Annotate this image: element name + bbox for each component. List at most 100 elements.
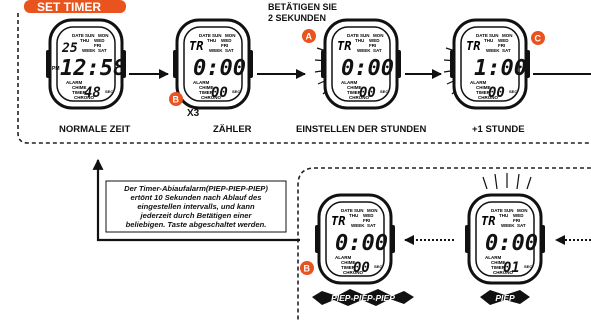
svg-text:ALARM: ALARM [193,80,209,85]
svg-text:SEC: SEC [105,89,113,94]
svg-text:TR: TR [466,39,480,53]
svg-text:WEEK: WEEK [209,48,223,53]
svg-text:CHRONO: CHRONO [343,270,363,275]
svg-text:WEEK: WEEK [486,48,500,53]
svg-text:TIMER: TIMER [199,90,214,95]
svg-text:WED: WED [94,38,105,43]
top-frame [17,13,591,144]
main-time-display: 1:00 [474,56,527,81]
svg-text:SUN: SUN [489,33,499,38]
svg-text:SUN: SUN [85,33,95,38]
svg-text:SUN: SUN [360,33,370,38]
svg-text:MON: MON [98,33,109,38]
svg-text:ALARM: ALARM [335,255,351,260]
svg-text:ALARM: ALARM [485,255,501,260]
svg-text:WED: WED [498,38,509,43]
button-c-marker: C [531,31,545,45]
button-a-marker: A [302,29,316,43]
svg-text:WED: WED [513,213,524,218]
svg-text:TR: TR [481,214,495,228]
svg-text:SAT: SAT [373,48,382,53]
svg-text:TIMER: TIMER [491,265,506,270]
svg-text:CHRONO: CHRONO [493,270,513,275]
bottom-frame [297,167,591,321]
single-beep-banner: PIEP [480,290,530,305]
svg-text:SAT: SAT [98,48,107,53]
main-time-display: 0:00 [485,231,538,256]
note-line-5: beliebigen. Taste abgeschaltet werden. [126,220,267,229]
svg-text:01: 01 [503,260,520,276]
svg-text:00: 00 [211,85,228,101]
repeat-label: X3 [187,108,200,119]
svg-text:THU: THU [80,38,89,43]
svg-text:CHIME: CHIME [341,260,356,265]
svg-text:TR: TR [189,39,203,53]
svg-text:FRI: FRI [363,218,370,223]
svg-text:THU: THU [499,213,508,218]
svg-text:SUN: SUN [212,33,222,38]
svg-text:TR: TR [331,214,345,228]
svg-text:B: B [304,264,311,274]
svg-text:DATE: DATE [199,33,211,38]
button-b-marker-2: B [300,261,314,275]
svg-text:THU: THU [207,38,216,43]
svg-text:PIEP: PIEP [495,293,515,303]
svg-text:CHIME: CHIME [476,85,491,90]
svg-text:WED: WED [221,38,232,43]
svg-text:C: C [535,34,542,44]
main-time-display: 0:00 [193,56,246,81]
svg-text:CHRONO: CHRONO [349,95,369,100]
svg-text:SEC: SEC [524,264,532,269]
svg-text:FRI: FRI [513,218,520,223]
svg-text:48: 48 [84,85,101,101]
note-line-4: jederzeit durch Betätigen einer [140,211,253,220]
svg-text:CHRONO: CHRONO [201,95,221,100]
svg-text:SUN: SUN [504,208,514,213]
set-timer-badge [24,0,126,13]
svg-text:WED: WED [363,213,374,218]
svg-text:ALARM: ALARM [66,80,82,85]
svg-text:B: B [173,95,180,105]
svg-text:CHRONO: CHRONO [74,95,94,100]
svg-text:CHIME: CHIME [199,85,214,90]
svg-text:00: 00 [353,260,370,276]
svg-text:MON: MON [225,33,236,38]
svg-text:SAT: SAT [225,48,234,53]
return-arrow [92,158,300,242]
svg-text:CHIME: CHIME [72,85,87,90]
svg-text:CHIME: CHIME [491,260,506,265]
svg-text:SEC: SEC [374,264,382,269]
svg-text:FRI: FRI [221,43,228,48]
watch-alarm-single-beep: DATE SUN MON THU WED FRI WEEK SAT TR 0:0… [463,173,547,285]
watch-plus-one-hour: DATE SUN MON THU WED FRI WEEK SAT TR 1:0… [443,18,532,110]
svg-text:TIMER: TIMER [476,90,491,95]
set-timer-title: SET TIMER [37,0,101,14]
svg-text:CHRONO: CHRONO [478,95,498,100]
svg-text:DATE: DATE [72,33,84,38]
watch-set-hours: DATE SUN MON THU WED FRI WEEK SAT TR 0:0… [314,18,403,110]
svg-text:00: 00 [359,85,376,101]
svg-text:PIEP-PIEP-PIEP: PIEP-PIEP-PIEP [331,293,395,303]
instruction-line-1: BETÄTIGEN SIE [268,2,337,12]
main-time-display: 12:58 [60,56,126,81]
step-label-counter: ZÄHLER [213,124,252,135]
svg-text:PM: PM [52,66,60,72]
main-time-display: 0:00 [335,231,388,256]
svg-text:FRI: FRI [498,43,505,48]
svg-text:SAT: SAT [517,223,526,228]
watch-alarm-triple-beep: DATE SUN MON THU WED FRI WEEK SAT TR 0:0… [313,193,397,285]
svg-text:WEEK: WEEK [501,223,515,228]
svg-text:DATE: DATE [491,208,503,213]
svg-text:WEEK: WEEK [351,223,365,228]
svg-text:TIMER: TIMER [347,90,362,95]
note-line-1: Der Timer-Abiaufalarm(PIEP-PIEP-PIEP) [124,184,268,193]
svg-text:MON: MON [373,33,384,38]
watch-counter: DATE SUN MON THU WED FRI WEEK SAT TR 0:0… [171,18,255,110]
triple-beep-banner: PIEP-PIEP-PIEP [312,289,414,306]
svg-text:SEC: SEC [232,89,240,94]
step-label-plus-one-hour: +1 STUNDE [472,124,525,135]
svg-text:WED: WED [369,38,380,43]
svg-text:25: 25 [61,41,78,56]
svg-text:ALARM: ALARM [341,80,357,85]
